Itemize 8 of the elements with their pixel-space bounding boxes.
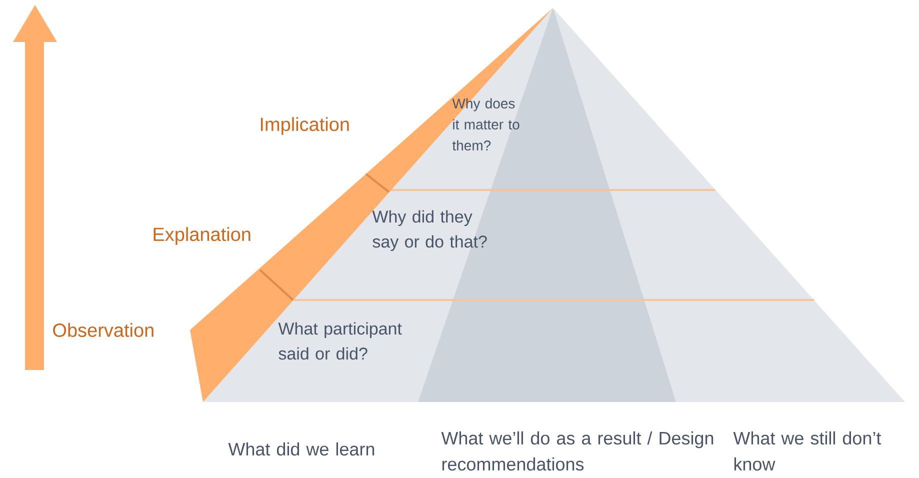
level-label: Implication [260,117,349,135]
column-label: What we still don’t know [733,431,882,471]
column-label: What did we learn [228,442,374,456]
question-text: What participant said or did? [278,322,402,360]
level-label: Explanation [154,227,250,245]
column-label: What we’ll do as a result / Design recommendations [441,431,714,471]
question-text: Why did they say or do that? [372,210,487,252]
level-label: Observation [53,323,154,337]
